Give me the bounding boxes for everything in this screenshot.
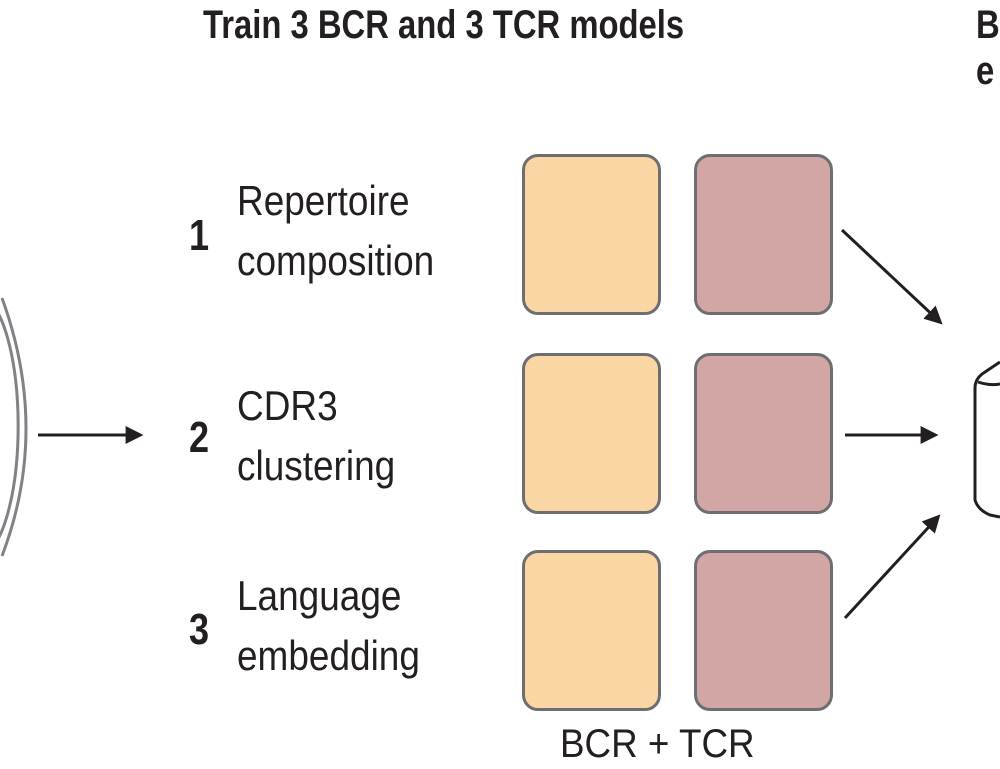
model-label-1-line1: Repertoire bbox=[237, 177, 410, 224]
model-label-2-line2: clustering bbox=[237, 442, 396, 489]
tcr-model-panel-2 bbox=[694, 353, 833, 514]
model-label-1: Repertoire composition bbox=[237, 171, 434, 291]
model-label-1-line2: composition bbox=[237, 237, 435, 284]
next-section-title-line2: e bbox=[976, 49, 995, 93]
tcr-model-panel-3 bbox=[694, 550, 833, 711]
model-label-2-line1: CDR3 bbox=[237, 382, 338, 429]
section-title: Train 3 BCR and 3 TCR models bbox=[203, 3, 685, 47]
bcr-model-panel-1 bbox=[522, 154, 661, 315]
model-label-3-line1: Language bbox=[237, 572, 402, 619]
tcr-model-panel-1 bbox=[694, 154, 833, 315]
model-label-2: CDR3 clustering bbox=[237, 376, 395, 496]
input-circle bbox=[0, 313, 20, 539]
model-number-1: 1 bbox=[189, 211, 210, 260]
footer-label: BCR + TCR bbox=[560, 722, 755, 766]
bcr-model-panel-2 bbox=[522, 353, 661, 514]
model-number-3: 3 bbox=[189, 605, 210, 654]
output-arrow-1-icon bbox=[840, 228, 943, 325]
next-section-title-line1: B bbox=[976, 3, 1000, 47]
ensemble-box-icon bbox=[973, 360, 1000, 519]
model-label-3-line2: embedding bbox=[237, 632, 420, 679]
bcr-model-panel-3 bbox=[522, 550, 661, 711]
input-circle-edge bbox=[0, 297, 28, 557]
model-number-2: 2 bbox=[189, 413, 210, 462]
output-arrow-3-icon bbox=[843, 514, 941, 620]
model-label-3: Language embedding bbox=[237, 566, 420, 686]
